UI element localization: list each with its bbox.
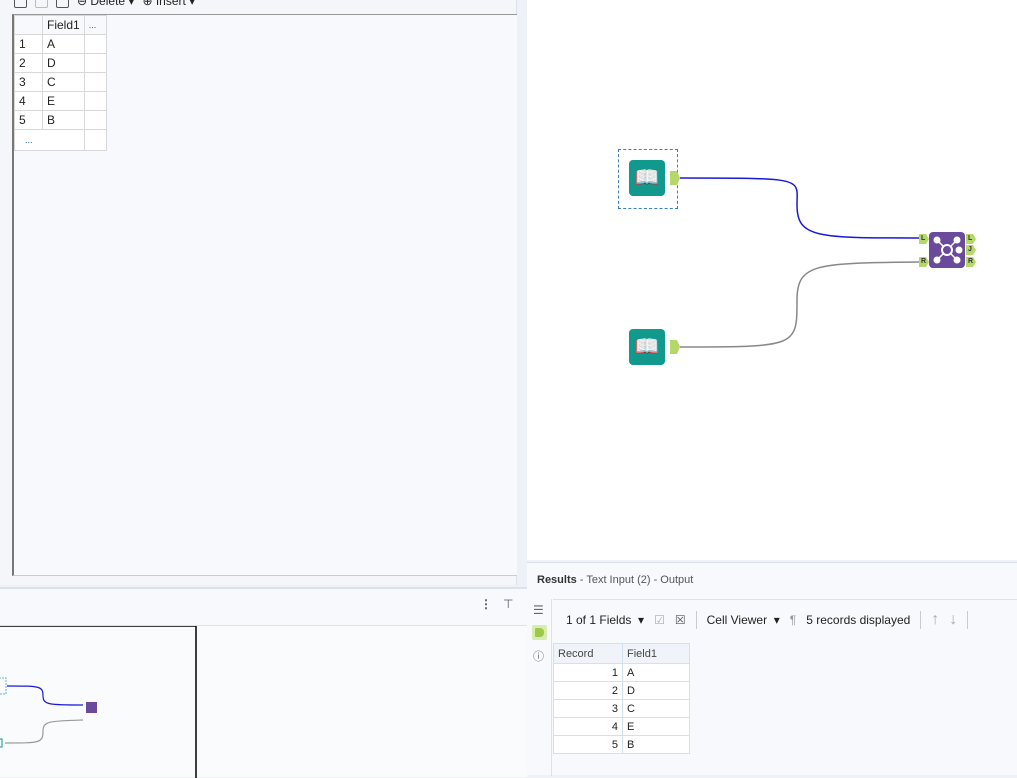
row-number: 5: [14, 110, 43, 130]
record-number: 1: [553, 663, 623, 682]
overview-pane: ⋮ ⊤: [0, 587, 527, 778]
data-view-icon[interactable]: [532, 625, 547, 640]
insert-button[interactable]: ⊕ Insert ▾: [142, 0, 195, 8]
results-label: Results: [537, 574, 577, 586]
cell-viewer-dropdown[interactable]: Cell Viewer ▾: [706, 612, 780, 627]
row-number: 2: [14, 53, 43, 73]
connections: [679, 177, 921, 348]
grid-toolbar: ⊖ Delete ▾ ⊕ Insert ▾: [0, 0, 517, 10]
connection: [679, 261, 921, 348]
column-header[interactable]: Field1: [42, 15, 85, 35]
corner-cell: [14, 15, 43, 35]
join-right-output[interactable]: R: [966, 257, 976, 267]
grid-cell[interactable]: [83, 34, 107, 54]
check-icon[interactable]: ☑: [654, 612, 665, 627]
fields-dropdown[interactable]: 1 of 1 Fields ▾: [566, 612, 645, 627]
join-right-input[interactable]: R: [919, 257, 929, 267]
book-icon: 📖: [634, 336, 660, 358]
add-row[interactable]: ...: [14, 129, 85, 151]
join-join-output[interactable]: J: [966, 245, 976, 255]
help-icon[interactable]: ⓘ: [533, 651, 544, 663]
field1-cell[interactable]: E: [622, 717, 690, 736]
grid-cell[interactable]: A: [42, 34, 85, 54]
field1-cell[interactable]: D: [622, 681, 690, 700]
clear-icon[interactable]: ☒: [674, 612, 686, 627]
divider: [967, 610, 969, 629]
arrow-up-icon[interactable]: ↑: [931, 610, 940, 628]
grid-cell[interactable]: C: [42, 72, 85, 92]
output-anchor[interactable]: [670, 340, 680, 354]
field1-cell[interactable]: B: [622, 735, 690, 754]
insert-label: Insert: [155, 0, 186, 8]
workflow-canvas[interactable]: 📖 📖 L R L J R: [527, 0, 1017, 560]
field1-cell[interactable]: C: [622, 699, 690, 718]
record-number: 5: [553, 735, 623, 754]
results-pane: Results - Text Input (2) - Output ☰ ⓘ 1 …: [527, 562, 1017, 776]
join-left-input[interactable]: L: [919, 234, 929, 244]
fields-label: 1 of 1 Fields: [566, 612, 632, 627]
pilcrow-icon[interactable]: ¶: [789, 612, 797, 627]
join-left-output[interactable]: L: [966, 234, 976, 244]
results-title: Results - Text Input (2) - Output: [537, 574, 693, 586]
records-count: 5 records displayed: [806, 612, 911, 627]
grid-cell[interactable]: [83, 53, 107, 73]
output-anchor[interactable]: [670, 171, 680, 185]
record-number: 2: [553, 681, 623, 700]
overview-canvas[interactable]: [0, 625, 527, 778]
paste-icon[interactable]: [56, 0, 69, 8]
record-number: 4: [553, 717, 623, 736]
add-column[interactable]: ...: [83, 15, 107, 35]
grid-cell[interactable]: E: [42, 91, 85, 111]
record-number: 3: [553, 699, 623, 718]
pin-icon[interactable]: ⊤: [503, 597, 514, 611]
join-mini: [86, 702, 97, 713]
connection-selected: [679, 177, 921, 239]
book-icon: 📖: [634, 167, 660, 189]
delete-label: Delete: [90, 0, 126, 8]
join-tool[interactable]: [929, 232, 965, 268]
results-toolbar: 1 of 1 Fields ▾ ☑ ☒ Cell Viewer ▾ ¶ 5 re…: [553, 599, 1017, 639]
row-number: 1: [14, 34, 43, 54]
row-number: 4: [14, 91, 43, 111]
results-sidebar: ☰ ⓘ: [527, 599, 552, 776]
more-options-icon[interactable]: ⋮: [480, 597, 492, 611]
delete-button[interactable]: ⊖ Delete ▾: [77, 0, 134, 8]
text-input-tool-2[interactable]: 📖: [629, 329, 665, 365]
grid-cell[interactable]: D: [42, 53, 85, 73]
viewport-rect: [0, 626, 197, 778]
grid-cell[interactable]: [83, 72, 107, 92]
overview-map: [0, 626, 197, 778]
grid-cell[interactable]: [83, 91, 107, 111]
cell-viewer-label: Cell Viewer: [706, 612, 768, 627]
copy-icon[interactable]: [35, 0, 48, 8]
divider: [920, 610, 922, 629]
join-icon: [933, 236, 963, 264]
field1-cell[interactable]: A: [622, 663, 690, 682]
row-number: 3: [14, 72, 43, 92]
results-subtitle: - Text Input (2) - Output: [576, 574, 694, 586]
grid-cell[interactable]: B: [42, 110, 85, 130]
grid-cell[interactable]: [83, 110, 107, 130]
divider: [695, 610, 697, 629]
list-icon[interactable]: ☰: [533, 603, 544, 617]
record-header[interactable]: Record: [553, 643, 623, 664]
grid-cell: [83, 129, 107, 151]
text-input-tool-1[interactable]: 📖: [629, 160, 665, 196]
field1-header[interactable]: Field1: [622, 643, 690, 664]
arrow-down-icon[interactable]: ↓: [949, 610, 958, 628]
add-icon[interactable]: [14, 0, 27, 8]
